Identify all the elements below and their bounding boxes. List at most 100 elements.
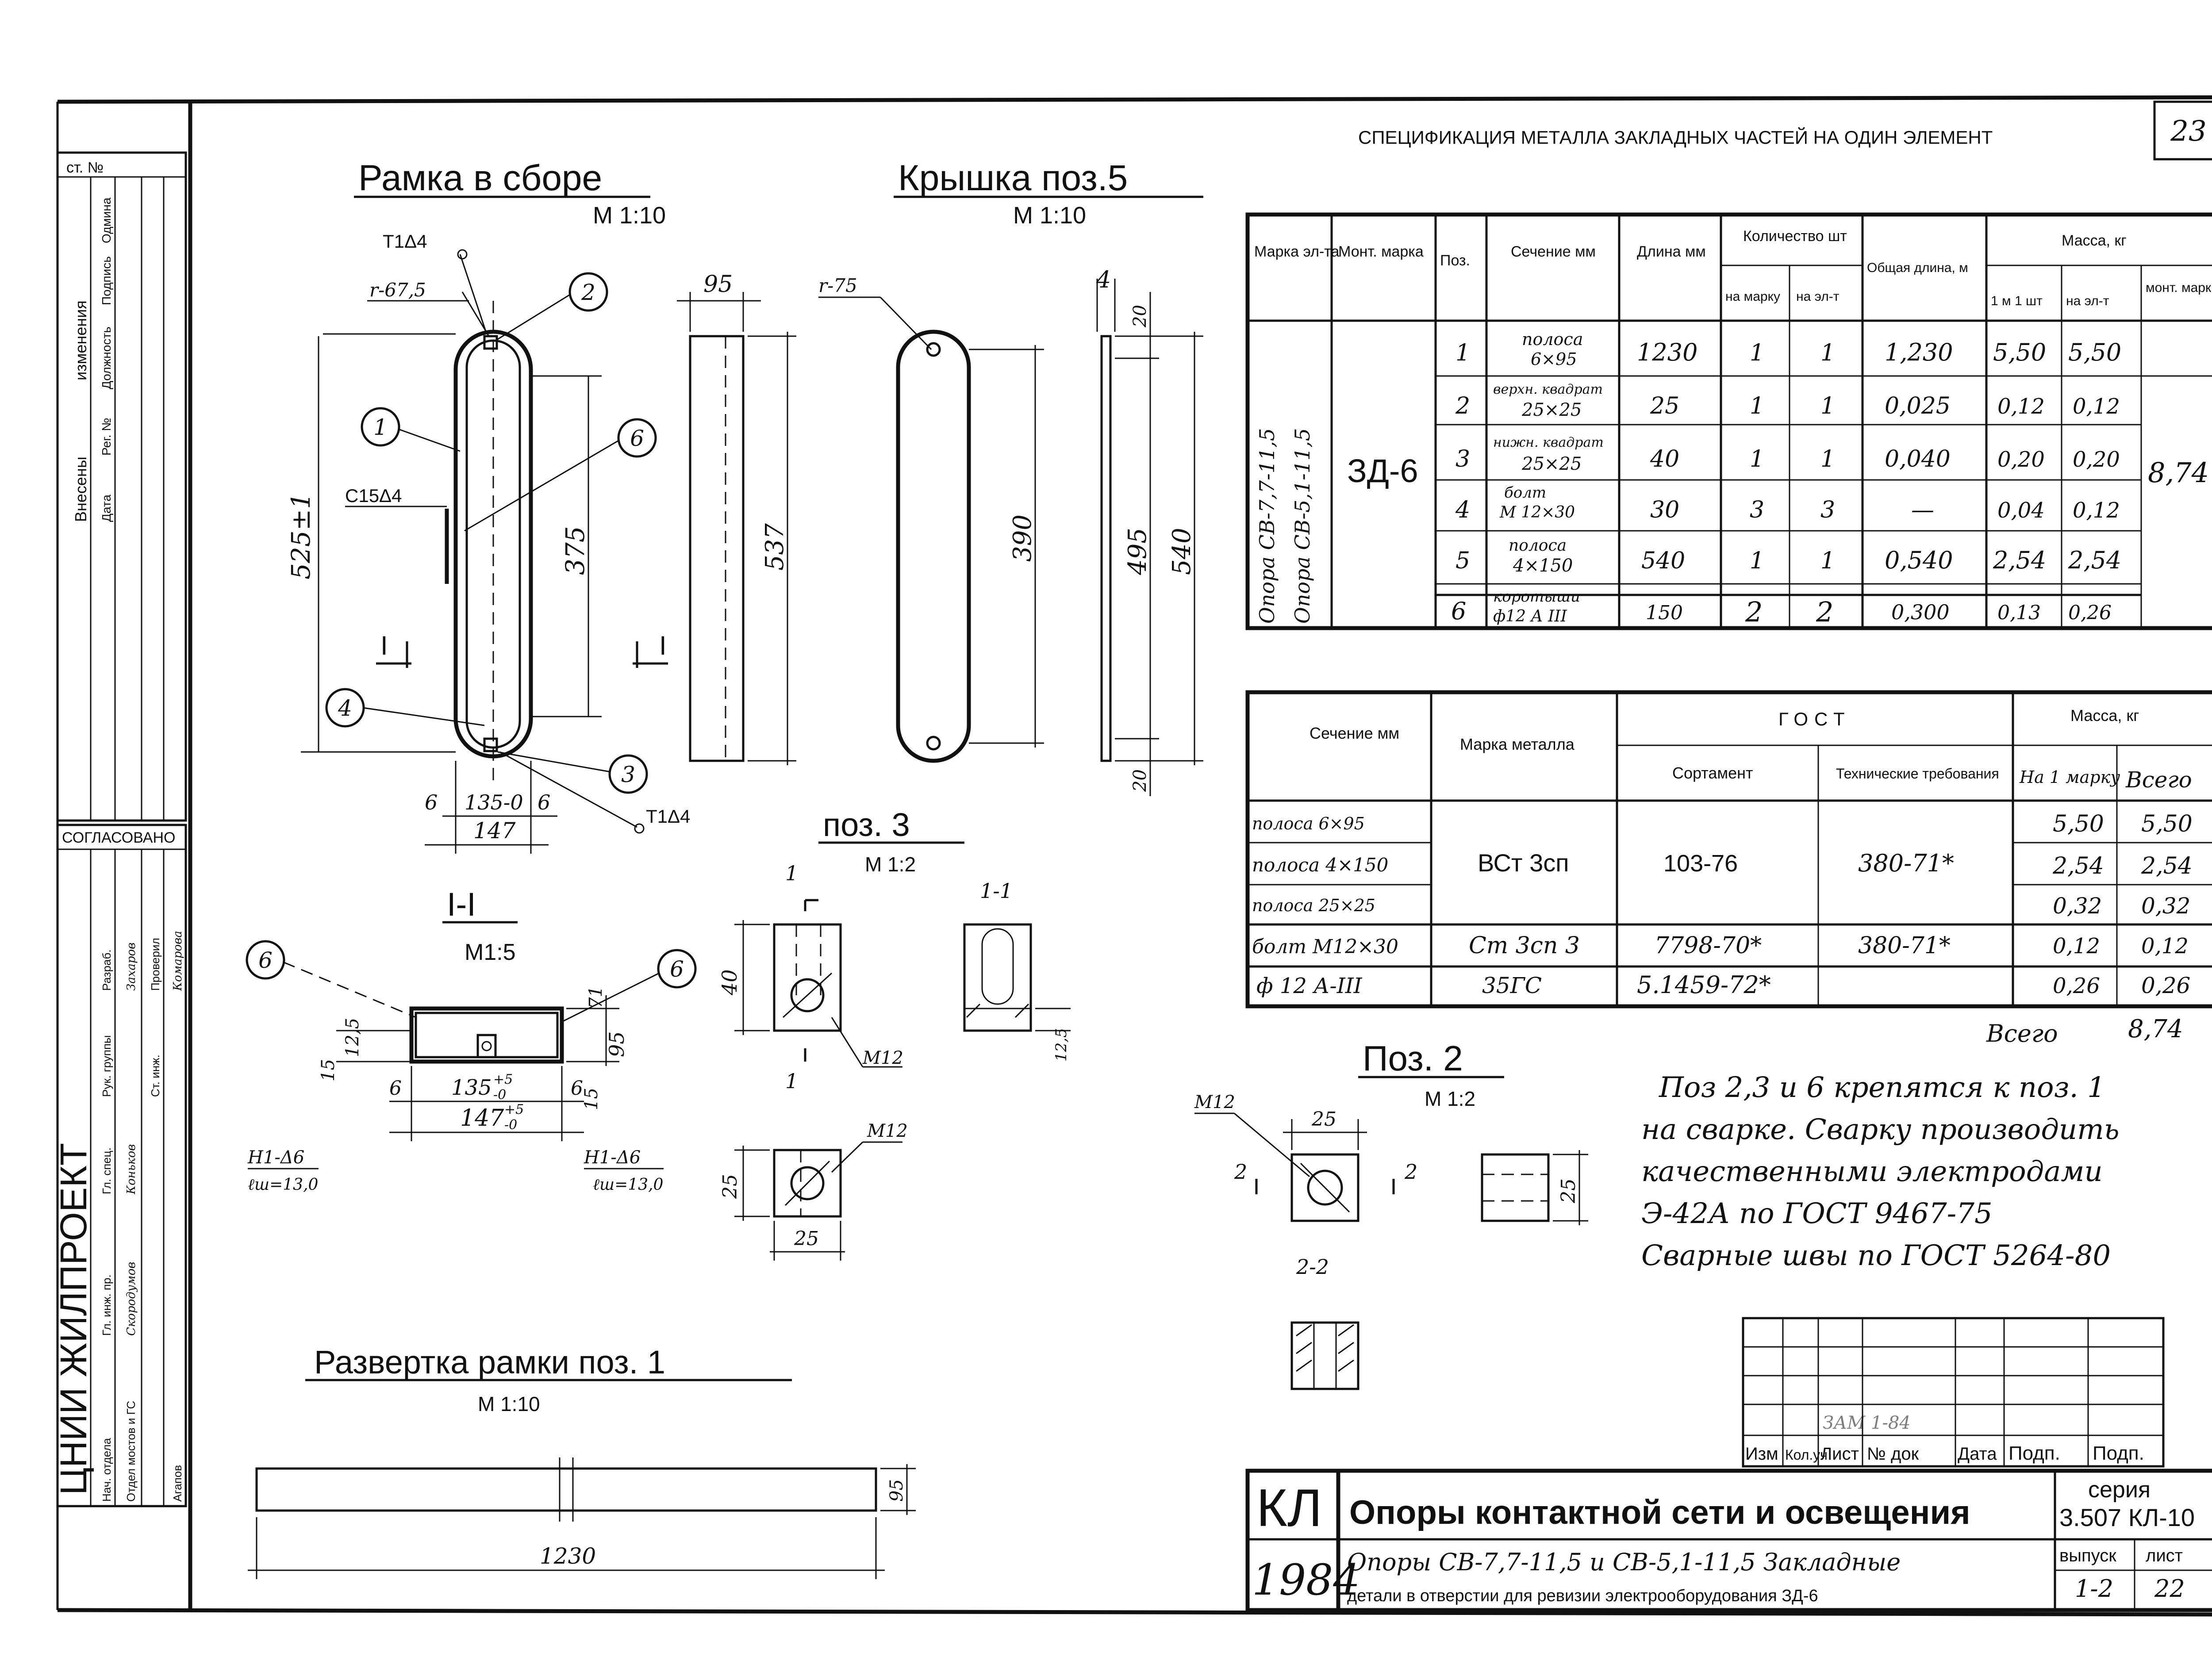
frame-callout-3: 3 <box>621 762 635 787</box>
spec-head-qty-el: на эл-т <box>1796 289 1839 304</box>
section-1-scale: М1:5 <box>465 940 516 965</box>
note-line-2: на сварке. Сварку производить <box>1641 1113 2120 1146</box>
pos2-title: Поз. 2 <box>1363 1039 1463 1078</box>
section-weld-left-len: ℓш=13,0 <box>248 1176 318 1194</box>
section-side-right: 6 <box>571 1077 583 1100</box>
lid-h4-dim: 20 <box>1130 769 1150 792</box>
gost-row-2: полоса 4×150 ВСт 3сп 103-76 380-71* 2,54… <box>1252 849 2193 879</box>
spec-row-3: 3 нижн. квадрат 25×25 40 1 1 0,040 0,20 … <box>1455 435 2120 474</box>
section-w2-t1: +5 <box>504 1102 524 1117</box>
section-1-drawing: I-I М1:5 6 6 6 135 +5 -0 6 147 +5 -0 15 … <box>246 886 697 1194</box>
frame-side-right: 6 <box>538 790 550 814</box>
spec-cell-length: 25 <box>1650 393 1679 419</box>
spec-cell-section-l2: 6×95 <box>1531 349 1577 369</box>
revision-label-1: Изм <box>1745 1444 1778 1464</box>
gost-cell-grade: 35ГС <box>1482 973 1542 998</box>
section-s1: 15 <box>318 1059 338 1081</box>
gost-table: Сечение мм Марка металла ГОСТ Сортамент … <box>1245 690 2212 1047</box>
frame-width: 147 <box>473 818 516 844</box>
frame-callout-2: 2 <box>581 280 595 305</box>
unfold-scale: М 1:10 <box>478 1392 540 1415</box>
gost-cell-sortament: 7798-70* <box>1655 932 1762 959</box>
spec-head-mass-1m: 1 м 1 шт <box>1991 294 2043 308</box>
spec-cell-qty-el: 1 <box>1820 548 1835 574</box>
spec-cell-qty-el: 1 <box>1820 446 1835 472</box>
stamp-staff-name-6: Захаров <box>125 943 138 991</box>
note-line-1: Поз 2,3 и 6 крепятся к поз. 1 <box>1659 1071 2105 1104</box>
spec-mount-mark: ЗД-6 <box>1347 453 1418 489</box>
spec-row-4: 4 болт М 12×30 30 3 3 — 0,04 0,12 <box>1455 484 2120 523</box>
lid-drawing: Крышка поз.5 М 1:10 r-75 390 4 20 495 54… <box>818 158 1203 796</box>
gost-cell-mall: 0,12 <box>2141 934 2189 959</box>
pos3-title: поз. 3 <box>823 806 910 843</box>
spec-cell-mass-1: 0,12 <box>1997 394 2045 419</box>
spec-head-qty-mark: на марку <box>1725 289 1780 304</box>
revision-label-6: Подп. <box>2008 1442 2060 1464</box>
stamp-institute: ЦНИИ ЖИЛПРОЕКТ <box>53 1143 94 1495</box>
spec-head-length: Длина мм <box>1637 243 1706 260</box>
spec-cell-section-l1: полоса <box>1522 330 1583 349</box>
spec-header-title: СПЕЦИФИКАЦИЯ МЕТАЛЛА ЗАКЛАДНЫХ ЧАСТЕЙ НА… <box>1358 127 1993 148</box>
spec-cell-length: 540 <box>1641 548 1685 574</box>
spec-cell-mass-el: 5,50 <box>2068 338 2121 366</box>
section-1-title: I-I <box>447 886 476 923</box>
frame-side-left: 6 <box>425 790 438 814</box>
stamp-staff-name-4: Коньков <box>125 1144 138 1195</box>
frame-radius-label: r-67,5 <box>369 279 426 301</box>
pos2-thread: М12 <box>1194 1092 1235 1112</box>
stamp-agreed: СОГЛАСОВАНО <box>62 829 175 846</box>
spec-head-mass-mount: монт. марки <box>2146 280 2212 295</box>
lid-h3-dim: 540 <box>1167 528 1196 575</box>
spec-cell-total-len: 0,040 <box>1885 446 1951 472</box>
stamp-changes-7: Одмина <box>100 197 113 243</box>
pos3-height: 40 <box>718 969 741 996</box>
spec-cell-pos: 1 <box>1455 340 1470 366</box>
spec-cell-length: 1230 <box>1637 338 1697 366</box>
title-sub-1: Опоры СВ-7,7-11,5 и СВ-5,1-11,5 Закладны… <box>1347 1548 1901 1576</box>
spec-cell-qty-el: 3 <box>1820 497 1835 523</box>
section-w2: 147 <box>460 1105 504 1131</box>
note-line-5: Сварные швы по ГОСТ 5264-80 <box>1641 1239 2111 1272</box>
sheet-number-box: 23 <box>2153 100 2212 161</box>
stamp-staff-role-5: Рук. группы <box>100 1035 113 1097</box>
frame-height-dim: 525±1 <box>286 493 316 579</box>
spec-cell-qty-el: 2 <box>1816 596 1833 628</box>
spec-cell-length: 40 <box>1650 446 1679 472</box>
section-w2-t2: -0 <box>504 1117 517 1133</box>
stamp-staff-role-1: Нач. отдела <box>100 1438 113 1502</box>
frame-assembly-scale: М 1:10 <box>593 202 666 229</box>
stamp-staff-name-3: Скородумов <box>125 1262 138 1336</box>
sheet-number: 23 <box>2170 115 2206 148</box>
title-series-value: 3.507 КЛ-10 <box>2059 1503 2195 1531</box>
gost-cell-grade: ВСт 3сп <box>1478 849 1569 877</box>
spec-table: Марка эл-та Монт. марка Поз. Сечение мм … <box>1245 212 2212 630</box>
spec-row-5: 5 полоса 4×150 540 1 1 0,540 2,54 2,54 <box>1455 537 2121 576</box>
spec-element-mark-2: Опора СВ-5,1-11,5 <box>1290 428 1314 624</box>
spec-cell-section-l1: коротыши <box>1493 588 1580 606</box>
stamp-staff-name-5: Ст. инж. <box>149 1055 162 1097</box>
frame-weld-bottom: Т1Δ4 <box>646 806 690 827</box>
stamp-staff-role-2: Отдел мостов и ГС <box>124 1401 138 1502</box>
gost-cell-section: ф 12 А-III <box>1256 974 1363 998</box>
unfold-drawing: Развертка рамки поз. 1 М 1:10 95 1230 <box>248 1344 916 1579</box>
gost-cell-m1: 5,50 <box>2053 811 2104 837</box>
spec-cell-pos: 4 <box>1455 497 1470 523</box>
spec-head-mass: Масса, кг <box>2062 232 2127 249</box>
spec-cell-length: 30 <box>1650 497 1679 523</box>
spec-head-total-len: Общая длина, м <box>1867 261 1968 275</box>
revision-label-5: Дата <box>1958 1444 1997 1464</box>
frame-cut-left: I <box>380 631 388 660</box>
lid-title: Крышка поз.5 <box>898 158 1128 198</box>
revision-label-4: № док <box>1867 1444 1919 1464</box>
spec-cell-qty-mark: 2 <box>1745 596 1763 628</box>
gost-total-label: Всего <box>1986 1020 2058 1047</box>
title-main: Опоры контактной сети и освещения <box>1349 1494 1970 1531</box>
unfold-width: 95 <box>887 1479 907 1502</box>
stamp-staff-role-6: Разраб. <box>100 949 113 991</box>
gost-head-grade: Марка металла <box>1460 735 1575 753</box>
gost-cell-sortament: 5.1459-72* <box>1637 971 1771 999</box>
stamp-staff-role-7: Проверил <box>149 938 162 991</box>
gost-total-value: 8,74 <box>2128 1015 2183 1043</box>
gost-cell-m1: 0,32 <box>2053 893 2102 919</box>
pos2-scale: М 1:2 <box>1425 1087 1475 1110</box>
